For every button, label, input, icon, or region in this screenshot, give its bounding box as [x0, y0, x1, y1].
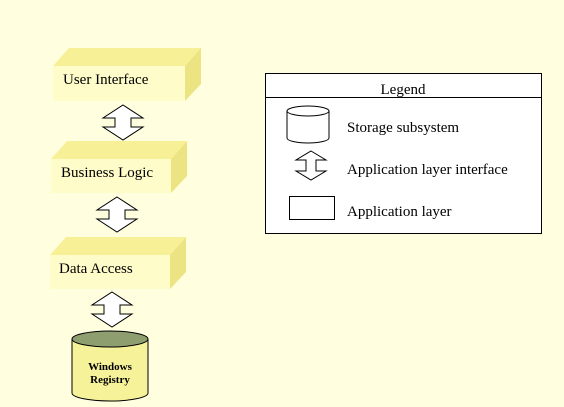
rectangle-icon: [289, 196, 335, 220]
storage-label-line2: Registry: [90, 374, 130, 386]
storage-label-line1: Windows: [88, 361, 133, 373]
cylinder-icon: [286, 105, 330, 144]
layer-data-access: Data Access: [50, 237, 186, 289]
layer-business-logic: Business Logic: [51, 141, 187, 193]
legend-label: Application layer: [347, 204, 452, 220]
double-arrow-icon: [294, 150, 328, 181]
layer-interface-arrow: [101, 104, 145, 141]
layer-user-interface: User Interface: [53, 48, 201, 101]
legend-item-interface: Application layer interface: [294, 150, 508, 181]
layer-label: Business Logic: [61, 165, 153, 181]
legend-label: Application layer interface: [347, 162, 508, 178]
layer-label: User Interface: [63, 72, 149, 88]
layer-interface-arrow: [95, 196, 139, 233]
legend: Legend Storage subsystem Application lay…: [265, 73, 542, 234]
legend-label: Storage subsystem: [347, 120, 459, 136]
layer-label: Data Access: [59, 261, 133, 277]
legend-item-storage: Storage subsystem: [286, 105, 459, 144]
layer-interface-arrow: [90, 291, 134, 328]
legend-title: Legend: [381, 82, 426, 98]
legend-item-layer: Application layer: [289, 196, 452, 220]
storage-windows-registry: Windows Registry: [71, 330, 149, 402]
